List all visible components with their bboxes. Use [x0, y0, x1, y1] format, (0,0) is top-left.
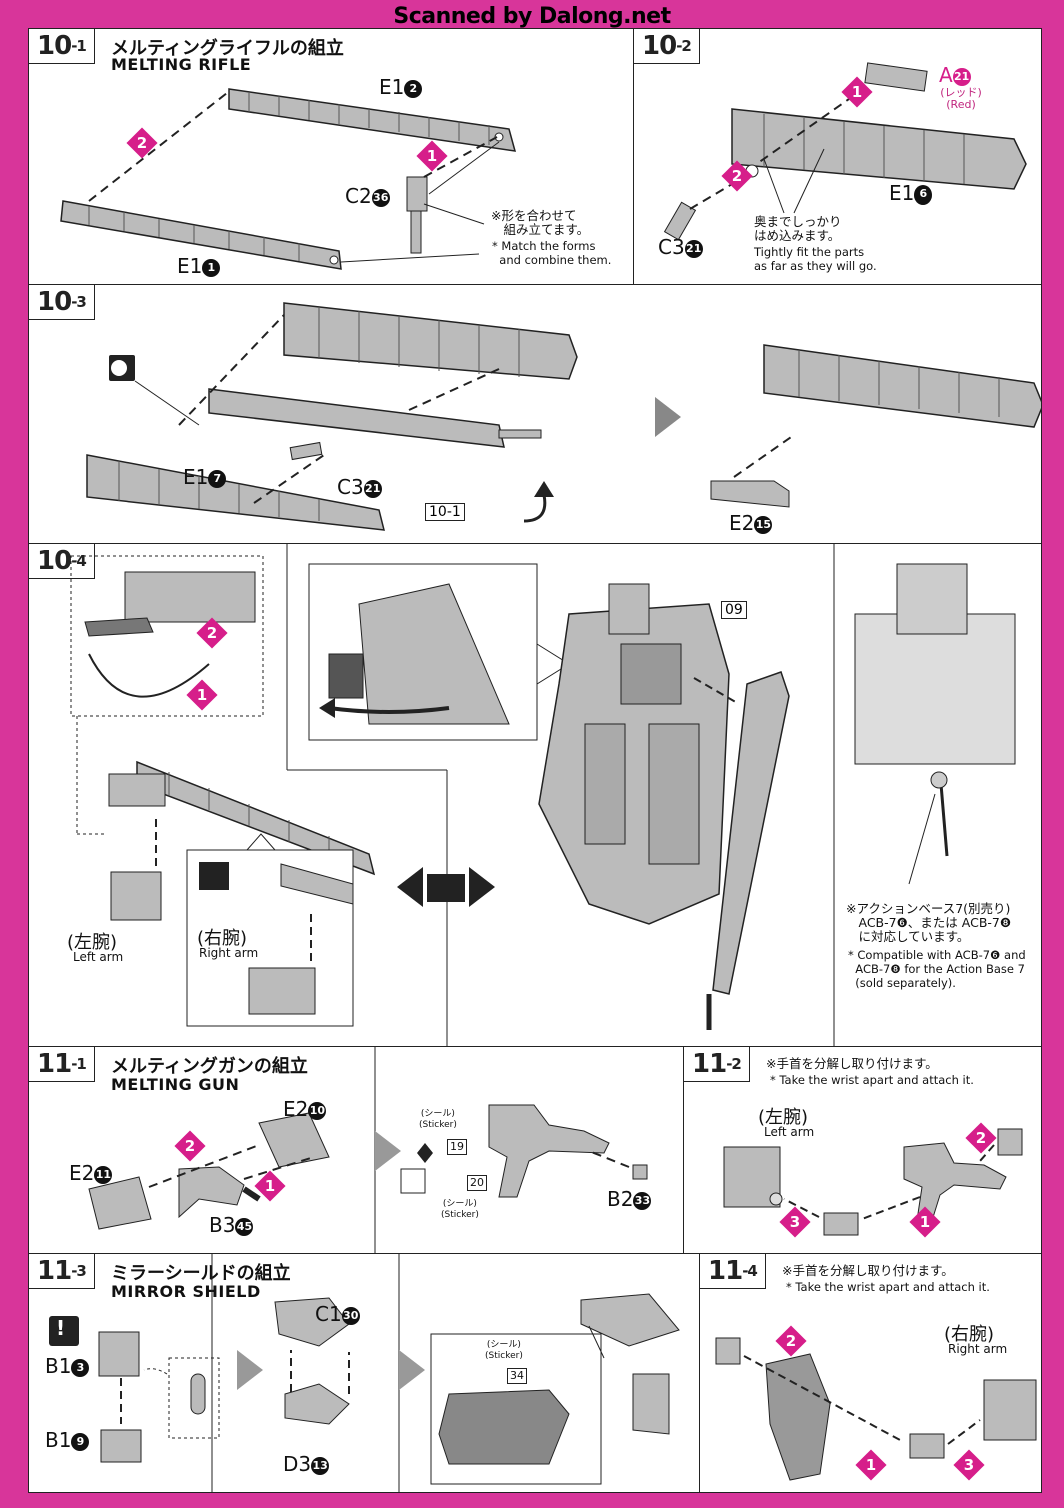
- instruction-page: 10-1 メルティングライフルの組立 MELTING RIFLE: [28, 28, 1042, 1493]
- mount-drawing: [70, 544, 1016, 1046]
- step-marker-1: 1: [416, 140, 448, 172]
- section-title-en: MELTING RIFLE: [111, 55, 252, 74]
- sticker-number-19: 19: [447, 1139, 467, 1155]
- note-en: * Take the wrist apart and attach it.: [786, 1280, 990, 1294]
- gun-drawing: [88, 1047, 648, 1253]
- part-label-e2-10: E210: [283, 1097, 327, 1121]
- wrist-drawing: [723, 1128, 1023, 1236]
- step-number: 11-4: [700, 1254, 766, 1289]
- left-arm-label: (左腕): [67, 932, 118, 953]
- note-en: Tightly fit the parts as far as they wil…: [754, 245, 877, 273]
- step-marker-1: 1: [186, 679, 218, 711]
- step-marker-2: 2: [126, 127, 158, 159]
- step-marker-2: 2: [721, 160, 753, 192]
- wrist-drawing: [715, 1337, 1037, 1481]
- step-number: 10-3: [29, 285, 95, 320]
- part-label-a-21: A21: [939, 63, 971, 87]
- part-label-c3-21: C321: [658, 235, 703, 259]
- sticker-number-34: 34: [507, 1368, 527, 1384]
- step-marker-1: 1: [855, 1449, 887, 1481]
- part-label-b3-45: B345: [209, 1213, 254, 1237]
- next-step-arrow: [655, 397, 681, 437]
- right-arm-label: (右腕): [944, 1324, 995, 1345]
- warning-icon: !: [56, 1316, 66, 1340]
- action-base-note-jp: ※アクションベース7(別売り) ACB-7❻、または ACB-7❽ に対応してい…: [846, 901, 1012, 944]
- part-label-e2-15: E215: [729, 511, 773, 535]
- step-marker-1: 1: [841, 76, 873, 108]
- rifle-parts-drawing: [60, 88, 517, 270]
- step-marker-1: 1: [909, 1206, 941, 1238]
- reference-step-box: 09: [721, 601, 747, 619]
- sticker-number-20: 20: [467, 1175, 487, 1191]
- section-10-1: 10-1 メルティングライフルの組立 MELTING RIFLE: [28, 28, 634, 285]
- scan-watermark: Scanned by Dalong.net: [393, 4, 671, 29]
- part-label-b2-33: B233: [607, 1187, 652, 1211]
- step-number: 11-2: [684, 1047, 750, 1082]
- note-jp: 奥までしっかり はめ込みます。: [754, 214, 842, 243]
- left-arm-label-en: Left arm: [73, 950, 124, 964]
- next-step-arrow-1: [237, 1350, 263, 1390]
- sticker-label: (シール)(Sticker): [485, 1340, 523, 1361]
- step-number: 11-1: [29, 1047, 95, 1082]
- part-label-c3-21: C321: [337, 475, 382, 499]
- part-label-d3-13: D313: [283, 1452, 330, 1476]
- right-arm-label: (右腕): [197, 928, 248, 949]
- note-en: * Take the wrist apart and attach it.: [770, 1073, 974, 1087]
- section-title-jp: ミラーシールドの組立: [111, 1263, 291, 1284]
- step-marker-3: 3: [953, 1449, 985, 1481]
- part-label-c1-30: C130: [315, 1302, 360, 1326]
- sticker-label-2: (シール)(Sticker): [441, 1199, 479, 1220]
- section-11-4: 11-4 ※手首を分解し取り付けます。 * Take the wrist apa…: [699, 1253, 1042, 1493]
- section-11-1: 11-1 メルティングガンの組立 MELTING GUN 2 1 E210 E2…: [28, 1046, 684, 1254]
- step-marker-1: 1: [254, 1170, 286, 1202]
- part-label-e2-11: E211: [69, 1161, 113, 1185]
- right-arm-label-en: Right arm: [948, 1342, 1008, 1356]
- step-number: 11-3: [29, 1254, 95, 1289]
- step-marker-2: 2: [174, 1130, 206, 1162]
- section-title-jp: メルティングガンの組立: [111, 1056, 308, 1077]
- note-jp: ※形を合わせて 組み立てます。: [491, 208, 590, 237]
- next-step-arrow-2: [399, 1350, 425, 1390]
- shield-drawing: [49, 1254, 680, 1492]
- action-base-note-en: * Compatible with ACB-7❻ and ACB-7❽ for …: [848, 948, 1026, 990]
- note-en: * Match the forms and combine them.: [492, 239, 612, 267]
- left-arm-label: (左腕): [758, 1107, 809, 1128]
- step-marker-2: 2: [775, 1325, 807, 1357]
- left-arm-label-en: Left arm: [764, 1125, 815, 1139]
- rifle-combine-drawing: [86, 302, 1041, 531]
- step-marker-2: 2: [196, 617, 228, 649]
- step-number: 10-2: [634, 29, 700, 64]
- step-marker-3: 3: [779, 1206, 811, 1238]
- section-title-jp: メルティングライフルの組立: [111, 38, 344, 59]
- step-marker-2: 2: [965, 1122, 997, 1154]
- sticker-label-1: (シール)(Sticker): [419, 1109, 457, 1130]
- right-arm-label-en: Right arm: [199, 946, 259, 960]
- note-jp: ※手首を分解し取り付けます。: [782, 1263, 954, 1278]
- section-10-4: 10-4: [28, 543, 1042, 1047]
- section-title-en: MELTING GUN: [111, 1075, 240, 1094]
- rifle-assembly-drawing: [663, 62, 1027, 241]
- part-color-note: (レッド)(Red): [940, 86, 982, 111]
- next-step-arrow: [375, 1131, 401, 1171]
- section-title-en: MIRROR SHIELD: [111, 1282, 261, 1301]
- part-label-c2-36: C236: [345, 184, 390, 208]
- reference-step-box: 10-1: [425, 503, 465, 521]
- step-number: 10-4: [29, 544, 95, 579]
- note-jp: ※手首を分解し取り付けます。: [766, 1056, 938, 1071]
- step-number: 10-1: [29, 29, 95, 64]
- section-11-2: 11-2 ※手首を分解し取り付けます。 * Take the wrist apa…: [683, 1046, 1042, 1254]
